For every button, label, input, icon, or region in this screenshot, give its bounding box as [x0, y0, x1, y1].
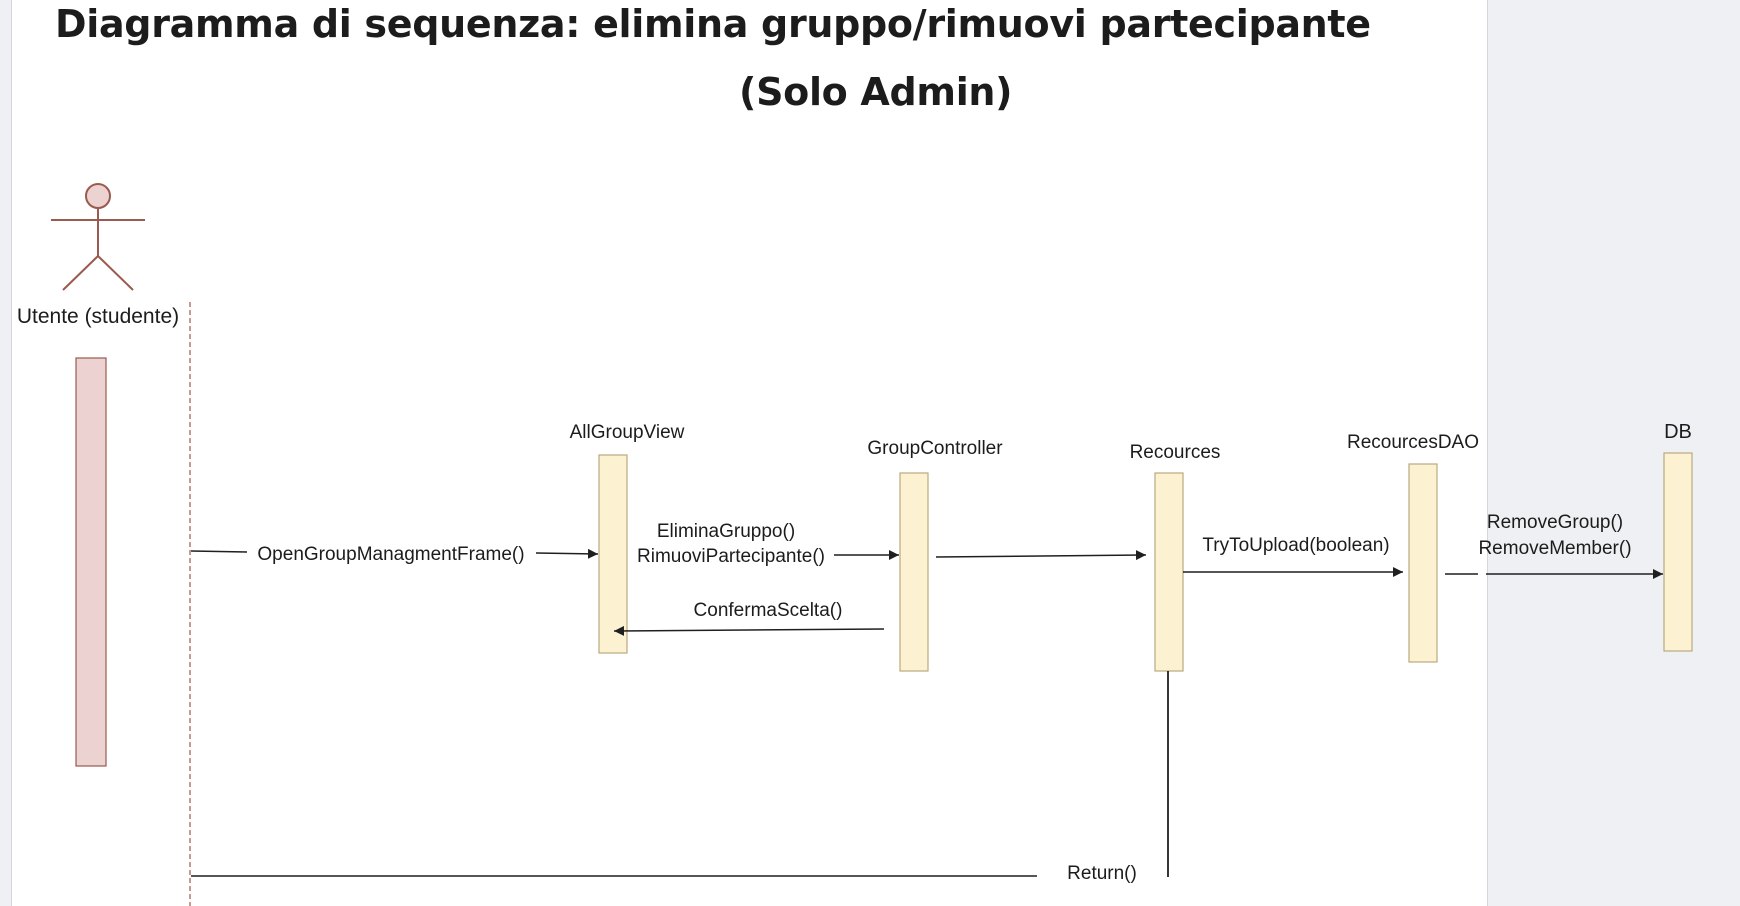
activation-bar-recources-dao[interactable]	[1408, 463, 1438, 663]
participant-db-label: DB	[1664, 421, 1692, 443]
diagram-subtitle: (Solo Admin)	[739, 70, 1013, 114]
participant-recources-dao-label: RecourcesDAO	[1347, 432, 1479, 453]
diagram-canvas	[11, 0, 1488, 906]
message-open-frame-arrow[interactable]	[535, 548, 599, 559]
actor-label: Utente (studente)	[17, 305, 179, 328]
actor-right-leg	[97, 255, 134, 291]
message-conferma-scelta-arrow[interactable]	[613, 625, 885, 636]
actor-stick-figure[interactable]	[51, 183, 145, 291]
message-controller-to-recources-arrow[interactable]	[935, 550, 1147, 561]
message-rimuovi-partecipante-label: RimuoviPartecipante()	[637, 546, 825, 567]
activation-bar-all-group-view[interactable]	[598, 454, 628, 654]
participant-recources-label: Recources	[1130, 442, 1221, 463]
activation-bar-group-controller[interactable]	[899, 472, 929, 672]
activation-bar-db[interactable]	[1663, 452, 1693, 652]
actor-left-leg	[62, 255, 99, 291]
message-try-to-upload-label: TryToUpload(boolean)	[1202, 535, 1389, 556]
actor-activation-bar[interactable]	[75, 357, 107, 767]
message-conferma-scelta-label: ConfermaScelta()	[694, 600, 843, 621]
participant-group-controller-label: GroupController	[867, 438, 1003, 459]
diagram-title: Diagramma di sequenza: elimina gruppo/ri…	[55, 2, 1371, 46]
message-remove-member-label: RemoveMember()	[1478, 538, 1631, 559]
message-remove-group-label: RemoveGroup()	[1487, 512, 1623, 533]
activation-bar-recources[interactable]	[1154, 472, 1184, 672]
participant-all-group-view-label: AllGroupView	[570, 422, 685, 443]
message-return-label: Return()	[1067, 863, 1137, 884]
message-open-frame-line-a	[190, 550, 248, 553]
message-open-frame-label: OpenGroupManagmentFrame()	[257, 544, 524, 565]
actor-head	[85, 183, 111, 209]
message-elimina-gruppo-label: EliminaGruppo()	[657, 521, 795, 542]
